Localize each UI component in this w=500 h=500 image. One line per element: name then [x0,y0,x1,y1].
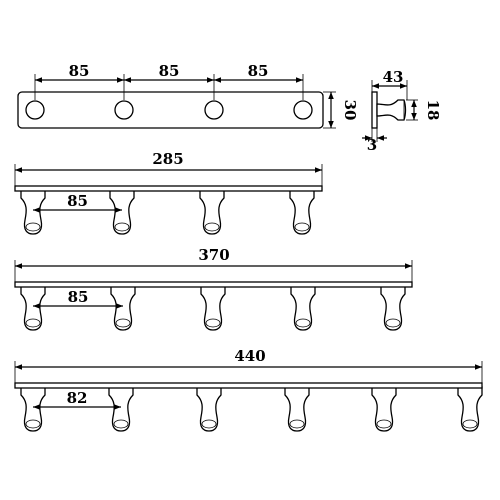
hook-rack: 285 85 [14,150,323,235]
hook-tip [113,419,129,429]
hook [199,189,225,235]
hook-tip [294,222,310,232]
hook [20,189,46,235]
hook [109,189,135,235]
hook [284,386,310,432]
hook-tip [204,222,220,232]
side-view-plate [371,91,378,129]
hook-tip [295,318,311,328]
mounting-hole [293,100,313,120]
hook [457,386,483,432]
mounting-hole [114,100,134,120]
depth-label: 43 [383,68,404,86]
hook [371,386,397,432]
rack-bar [14,281,413,288]
hook [110,285,136,331]
hook-tip [115,318,131,328]
hook-tip [462,419,478,429]
top-view-plate [17,91,324,129]
spacing-label: 85 [69,62,90,80]
hook [108,386,134,432]
hook-tip [114,222,130,232]
hook-height-label: 18 [424,100,442,121]
spacing-label: 85 [159,62,180,80]
hook [20,386,46,432]
thickness-label: 3 [367,136,377,154]
hook-tip [25,419,41,429]
hook-spacing-label: 82 [67,389,88,407]
rack-length-label: 370 [198,246,229,264]
mounting-hole [25,100,45,120]
rack-bar [14,185,323,192]
side-view-hook [376,99,407,121]
hook-tip [25,222,41,232]
hook-tip [201,419,217,429]
hook-tip [25,318,41,328]
racks-group: 285 85 370 85 440 82 [14,150,483,432]
hook-rack: 370 85 [14,246,413,331]
hook [289,189,315,235]
rack-bar [14,382,483,389]
hook [290,285,316,331]
hook [20,285,46,331]
plate-height-label: 30 [341,100,359,121]
hook-spacing-label: 85 [68,288,89,306]
hook-tip [289,419,305,429]
top-view: 85 85 85 30 [17,62,359,129]
mounting-hole [204,100,224,120]
rack-length-label: 285 [152,150,183,168]
hook [380,285,406,331]
hook [196,386,222,432]
hook-tip [205,318,221,328]
hook [200,285,226,331]
side-view: 43 18 3 [362,68,442,154]
hook-tip [376,419,392,429]
rack-length-label: 440 [234,347,265,365]
hook-tip [385,318,401,328]
hook-spacing-label: 85 [67,192,88,210]
spacing-label: 85 [248,62,269,80]
hook-rack: 440 82 [14,347,483,432]
